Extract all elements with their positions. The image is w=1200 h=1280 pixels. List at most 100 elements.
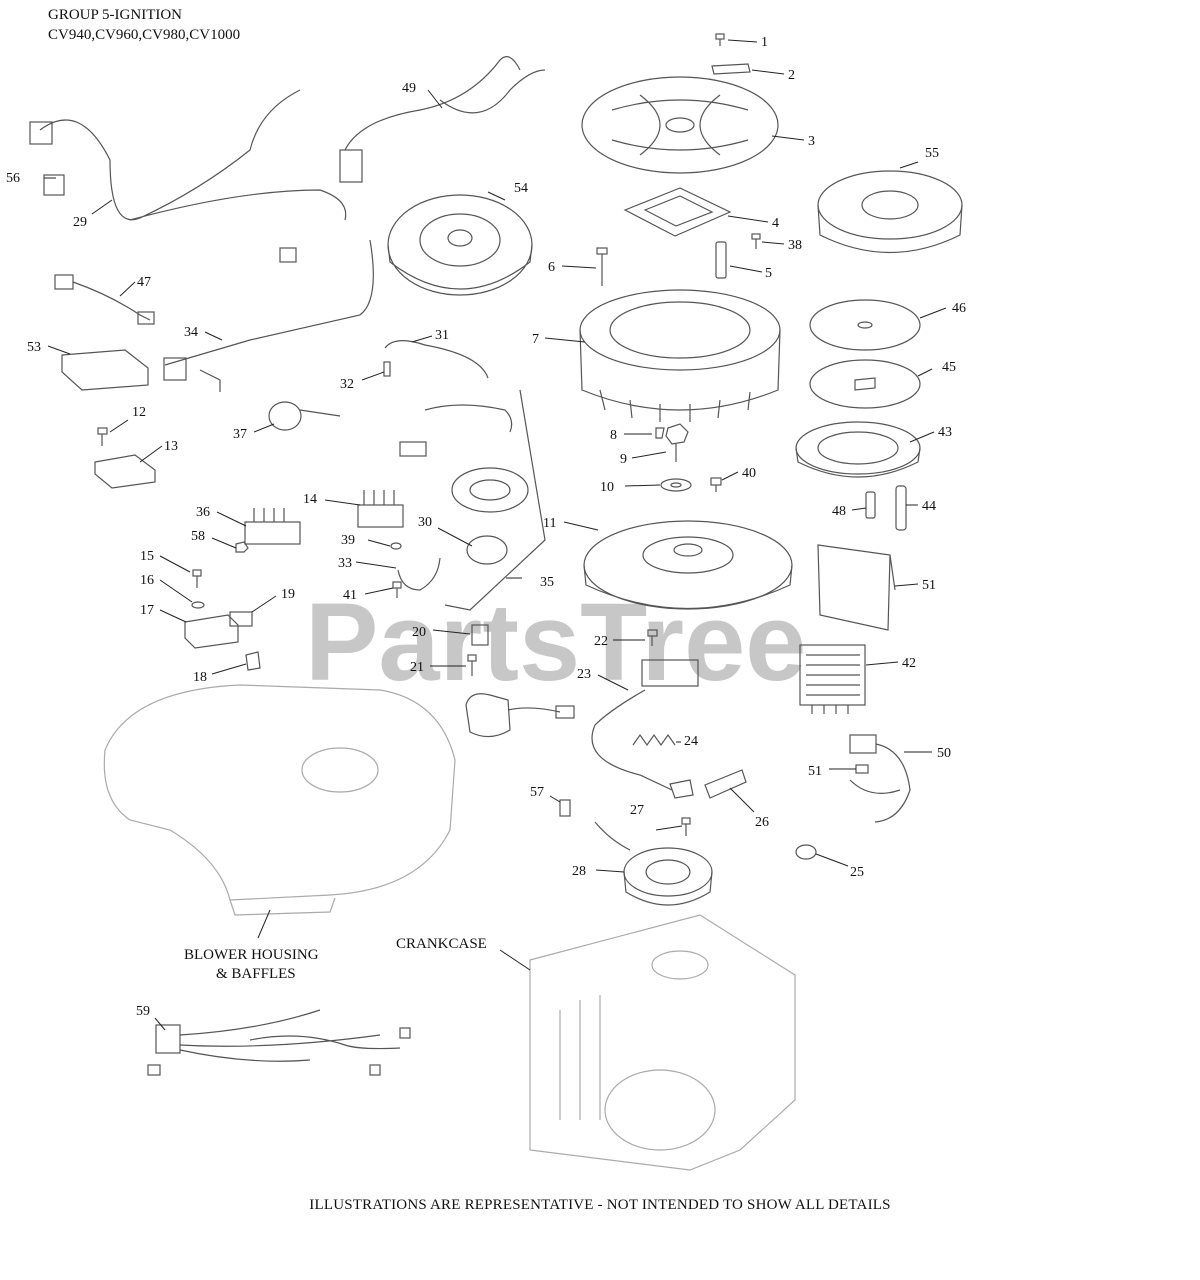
callout-39[interactable]: 39 xyxy=(341,533,355,548)
callout-19[interactable]: 19 xyxy=(281,587,295,602)
part-7-fan[interactable] xyxy=(579,289,781,422)
callout-2[interactable]: 2 xyxy=(788,68,795,83)
part-20-connector[interactable] xyxy=(471,624,489,646)
callout-59[interactable]: 59 xyxy=(136,1004,150,1019)
part-51-bracket[interactable] xyxy=(817,544,896,631)
callout-51b[interactable]: 51 xyxy=(808,764,822,779)
part-41-screw[interactable] xyxy=(392,581,402,598)
part-22-screw[interactable] xyxy=(647,629,658,646)
callout-10[interactable]: 10 xyxy=(600,480,614,495)
part-42-rectifier-regulator[interactable] xyxy=(799,644,866,714)
callout-17[interactable]: 17 xyxy=(140,603,154,618)
callout-34[interactable]: 34 xyxy=(184,325,198,340)
part-9-nut[interactable] xyxy=(665,423,689,462)
part-1-screw[interactable] xyxy=(715,33,725,46)
part-38-screw[interactable] xyxy=(751,233,761,249)
part-39-washer[interactable] xyxy=(390,542,402,550)
callout-22[interactable]: 22 xyxy=(594,634,608,649)
part-26-spark-plug[interactable] xyxy=(704,769,747,799)
part-6-screw[interactable] xyxy=(596,247,608,286)
callout-26[interactable]: 26 xyxy=(755,815,769,830)
part-11-flywheel[interactable] xyxy=(583,520,793,610)
callout-31[interactable]: 31 xyxy=(435,328,449,343)
callout-56[interactable]: 56 xyxy=(6,171,20,186)
part-18-clip[interactable] xyxy=(245,651,261,671)
callout-9[interactable]: 9 xyxy=(620,452,627,467)
callout-41[interactable]: 41 xyxy=(343,588,357,603)
part-25-clip[interactable] xyxy=(795,844,817,860)
callout-44[interactable]: 44 xyxy=(922,499,936,514)
callout-25[interactable]: 25 xyxy=(850,865,864,880)
callout-12[interactable]: 12 xyxy=(132,405,146,420)
part-47-sensor[interactable] xyxy=(54,274,155,325)
part-16-washer[interactable] xyxy=(191,601,205,609)
part-50-harness[interactable] xyxy=(849,734,911,823)
callout-23[interactable]: 23 xyxy=(577,667,591,682)
part-46-plate[interactable] xyxy=(809,299,921,351)
callout-29[interactable]: 29 xyxy=(73,215,87,230)
crankcase[interactable] xyxy=(529,914,796,1171)
callout-20[interactable]: 20 xyxy=(412,625,426,640)
callout-57[interactable]: 57 xyxy=(530,785,544,800)
callout-6[interactable]: 6 xyxy=(548,260,555,275)
blower-housing[interactable] xyxy=(103,684,456,916)
part-27-screw[interactable] xyxy=(681,817,691,836)
callout-32[interactable]: 32 xyxy=(340,377,354,392)
part-21-screw[interactable] xyxy=(467,654,477,676)
part-54-flywheel[interactable] xyxy=(387,194,533,296)
part-13-module[interactable] xyxy=(94,454,156,489)
part-43-stator[interactable] xyxy=(795,421,921,478)
part-49-wire-harness[interactable] xyxy=(339,56,546,183)
callout-16[interactable]: 16 xyxy=(140,573,154,588)
callout-1[interactable]: 1 xyxy=(761,35,768,50)
callout-38[interactable]: 38 xyxy=(788,238,802,253)
part-55-fan-cup[interactable] xyxy=(817,170,963,253)
part-28-stator[interactable] xyxy=(594,821,713,906)
part-17-regulator[interactable] xyxy=(184,614,239,649)
callout-8[interactable]: 8 xyxy=(610,428,617,443)
part-4-gasket[interactable] xyxy=(623,187,732,237)
callout-45[interactable]: 45 xyxy=(942,360,956,375)
callout-47[interactable]: 47 xyxy=(137,275,151,290)
part-2-bracket[interactable] xyxy=(711,63,751,75)
part-45-plate[interactable] xyxy=(809,359,921,409)
part-30-strap[interactable] xyxy=(466,535,508,565)
part-29-wire-harness[interactable] xyxy=(29,89,347,221)
part-58-nut[interactable] xyxy=(235,541,249,553)
callout-53[interactable]: 53 xyxy=(27,340,41,355)
callout-50[interactable]: 50 xyxy=(937,746,951,761)
part-51-connector[interactable] xyxy=(855,764,869,774)
callout-55[interactable]: 55 xyxy=(925,146,939,161)
callout-46[interactable]: 46 xyxy=(952,301,966,316)
part-19-connector[interactable] xyxy=(229,611,253,627)
callout-42[interactable]: 42 xyxy=(902,656,916,671)
part-31-wire[interactable] xyxy=(384,340,489,379)
part-33-wire[interactable] xyxy=(397,557,441,591)
callout-21[interactable]: 21 xyxy=(410,660,424,675)
part-53-cover[interactable] xyxy=(61,349,149,391)
part-48-pin[interactable] xyxy=(865,491,876,519)
callout-51[interactable]: 51 xyxy=(922,578,936,593)
part-15-screw[interactable] xyxy=(192,569,202,588)
callout-14[interactable]: 14 xyxy=(303,492,317,507)
callout-13[interactable]: 13 xyxy=(164,439,178,454)
callout-5[interactable]: 5 xyxy=(765,266,772,281)
ignition-module[interactable] xyxy=(465,693,575,738)
callout-18[interactable]: 18 xyxy=(193,670,207,685)
callout-28[interactable]: 28 xyxy=(572,864,586,879)
callout-58[interactable]: 58 xyxy=(191,529,205,544)
callout-24[interactable]: 24 xyxy=(684,734,698,749)
callout-33[interactable]: 33 xyxy=(338,556,352,571)
part-56-relay[interactable] xyxy=(43,174,65,196)
part-40-screw[interactable] xyxy=(710,477,722,492)
callout-4[interactable]: 4 xyxy=(772,216,779,231)
callout-49[interactable]: 49 xyxy=(402,81,416,96)
part-34-harness[interactable] xyxy=(163,239,374,392)
callout-48[interactable]: 48 xyxy=(832,504,846,519)
part-36-rectifier[interactable] xyxy=(244,508,301,545)
callout-37[interactable]: 37 xyxy=(233,427,247,442)
callout-36[interactable]: 36 xyxy=(196,505,210,520)
part-35-stator-kit[interactable] xyxy=(399,389,546,611)
callout-3[interactable]: 3 xyxy=(808,134,815,149)
part-8-key[interactable] xyxy=(655,427,665,439)
